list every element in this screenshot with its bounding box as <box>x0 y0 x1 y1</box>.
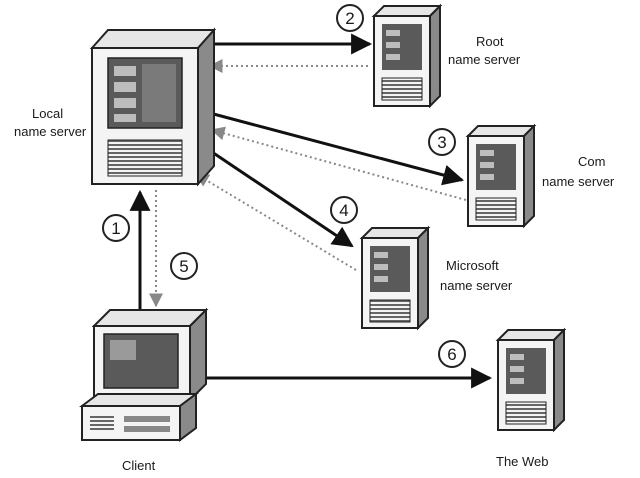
microsoft-server-label-line2: name server <box>440 278 513 293</box>
client-label: Client <box>122 458 156 473</box>
step-badge-2: 2 <box>336 4 364 32</box>
web-label: The Web <box>496 454 549 469</box>
arrow-query-com <box>205 110 465 186</box>
step-number: 2 <box>345 9 354 28</box>
local-server-label-line1: Local <box>32 106 63 121</box>
step-badge-6: 6 <box>438 340 466 368</box>
arrow-reply-com <box>210 126 467 201</box>
com-server-icon <box>465 123 537 229</box>
step-badge-1: 1 <box>102 214 130 242</box>
root-server-icon <box>371 3 443 109</box>
step-number: 4 <box>339 201 348 220</box>
step-number: 6 <box>447 345 456 364</box>
step-number: 1 <box>111 219 120 238</box>
client-computer-icon <box>79 307 209 442</box>
com-server-label-line2: name server <box>542 174 615 189</box>
local-server-icon <box>89 27 217 187</box>
step-badge-5: 5 <box>170 252 198 280</box>
local-server-label-line2: name server <box>14 124 87 139</box>
web-server-icon <box>495 327 567 433</box>
com-server-label-line1: Com <box>578 154 605 169</box>
step-number: 3 <box>437 133 446 152</box>
arrow-reply-microsoft <box>194 173 357 271</box>
step-badge-4: 4 <box>330 196 358 224</box>
root-server-label-line2: name server <box>448 52 521 67</box>
arrow-query-microsoft <box>205 146 354 248</box>
microsoft-server-icon <box>359 225 431 331</box>
step-number: 5 <box>179 257 188 276</box>
microsoft-server-label-line1: Microsoft <box>446 258 499 273</box>
root-server-label-line1: Root <box>476 34 504 49</box>
step-badge-3: 3 <box>428 128 456 156</box>
